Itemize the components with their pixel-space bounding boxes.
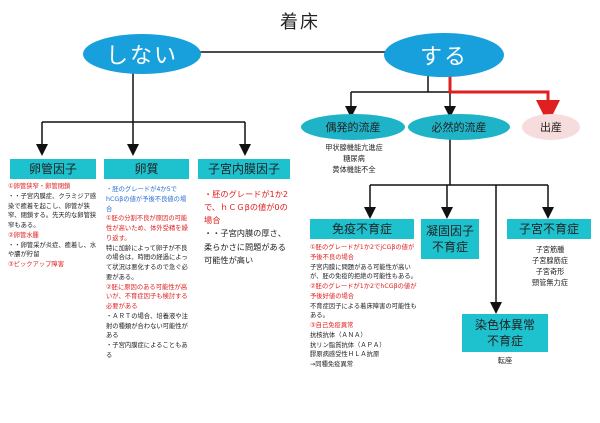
uterus-notes: ・胚のグレードが1か2で、ｈＣＧβの値が0の場合 ・・子宮内膜の厚さ、柔らかさに…: [204, 188, 290, 267]
oval-inevitable: 必然的流産: [408, 114, 510, 140]
egg-notes: ・胚のグレードが4か5でhCGβの値が予後不良値の場合 ①胚の分割不良が原因の可…: [106, 185, 192, 361]
note-line: 特に加齢によって卵子が不良の場合は、時間の経過によって状況は悪化するので急ぐ必要…: [106, 244, 188, 281]
list-item: 頸管無力症: [532, 278, 568, 288]
oval-yes: する: [384, 33, 504, 77]
note-line: 抗核抗体（ＡＮＡ）: [310, 331, 367, 339]
oval-no: しない: [83, 34, 201, 74]
note-line: ・胚のグレードが4か5でhCGβの値が予後不良値の場合: [106, 186, 187, 213]
box-uterine-recurrent: 子宮不育症: [507, 219, 591, 239]
list-item: 糖尿病: [343, 154, 365, 164]
note-line: ②胚のグレードが1か2でhCGβの値が予後好値の場合: [310, 283, 417, 300]
oval-incidental: 偶発的流産: [301, 114, 405, 140]
note-line: ③自己免疫異常: [310, 322, 354, 329]
chrom-list: 転座: [462, 355, 548, 366]
list-item: 黄体機能不全: [332, 165, 376, 175]
box-egg-quality: 卵質: [104, 159, 189, 179]
note-line: ②卵管水腫: [8, 231, 39, 239]
page-title: 着床: [280, 12, 320, 33]
note-line: ・・子宮内膜の厚さ、柔らかさに問題がある可能性が高い: [204, 228, 286, 265]
note-line: ①胚のグレードが1か2でjCGβの値が予後不良の場合: [310, 244, 415, 261]
note-line: ・子宮内膜症によることもある: [106, 342, 188, 359]
box-immune-recurrent: 免疫不育症: [310, 219, 414, 239]
list-item: 転座: [497, 356, 513, 365]
box-uterus-factor: 子宮内膜因子: [198, 159, 290, 179]
list-item: 子宮奇形: [535, 267, 565, 277]
note-line: 膠原病感受性ＨＬＡ抗原: [310, 351, 380, 359]
note-line: 子宮内膜に問題がある可能性が高いが、胚の免疫的拒絶の可能性もある。: [310, 263, 417, 281]
note-line: ①卵管狭窄・卵管閉鎖: [8, 183, 71, 190]
oval-birth: 出産: [522, 114, 580, 140]
incidental-list: 甲状腺機能亢進症 糖尿病 黄体機能不全: [306, 142, 402, 175]
note-line: ②胚に原因のある可能性が高いが、不育症因子も検討する必要がある: [106, 283, 188, 311]
list-item: 甲状腺機能亢進症: [325, 143, 383, 152]
note-line: ・ＡＲＴの場合、培養液や注射の種類が合わない可能性がある: [106, 312, 188, 340]
note-line: ・・卵管采が炎症、癒着し、水や膿が貯留: [8, 241, 97, 259]
tube-notes: ①卵管狭窄・卵管閉鎖 ・・子宮内膜症、クラミジア感染で癒着を起こし、卵管が狭窄、…: [8, 182, 100, 270]
box-coagulation-recurrent: 凝固因子 不育症: [421, 219, 479, 259]
arrow-to-birth: [448, 74, 560, 124]
note-line: 不育症因子による着床障害の可能性もある。: [310, 302, 417, 320]
uterine-list: 子宮筋腫 子宮腺筋症 子宮奇形 頸管無力症: [510, 244, 590, 289]
note-line: ③ピックアップ障害: [8, 261, 65, 268]
recurrent-notes: ①胚のグレードが1か2でjCGβの値が予後不良の場合 子宮内膜に問題がある可能性…: [310, 243, 420, 370]
list-item: 子宮筋腫: [535, 245, 565, 254]
list-item: 子宮腺筋症: [532, 256, 568, 266]
note-line: ①胚の分割不良が原因の可能性が高いため、体外受精を繰り返す。: [106, 215, 188, 242]
note-line: 抗リン脂質抗体（ＡＰＡ）: [310, 341, 386, 349]
note-line: →同種免疫異常: [310, 361, 354, 368]
note-line: ・・子宮内膜症、クラミジア感染で癒着を起こし、卵管が狭窄、閉鎖する。先天的な卵管…: [8, 192, 97, 229]
box-tube-factor: 卵管因子: [10, 159, 96, 179]
box-chromosome-recurrent: 染色体異常 不育症: [462, 314, 548, 352]
note-line: ・胚のグレードが1か2で、ｈＣＧβの値が0の場合: [204, 189, 289, 226]
